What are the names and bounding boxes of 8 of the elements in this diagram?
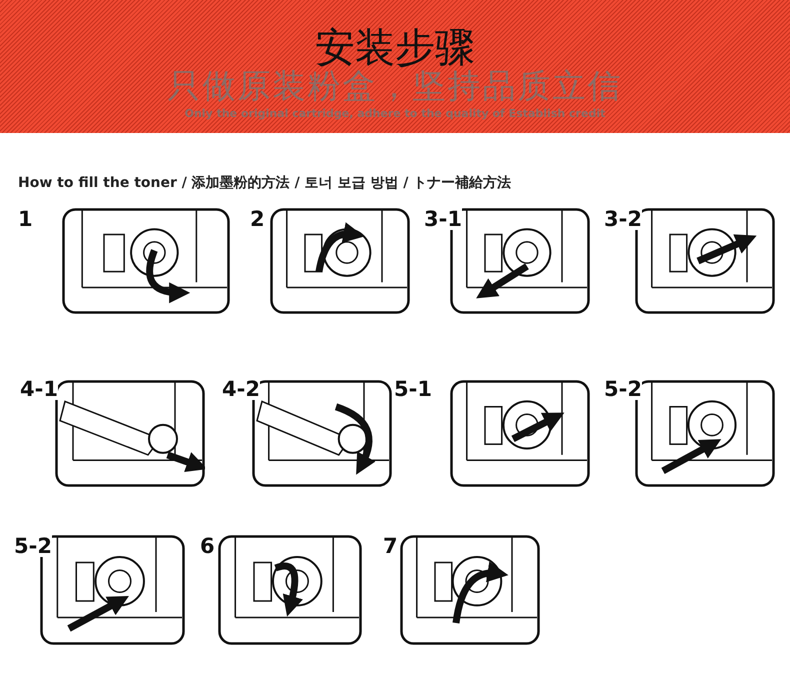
slogan: Only the original cartridge, adhere to the quality of Establish credit — [184, 107, 606, 120]
step-number: 5-2 — [604, 378, 642, 400]
step-number: 4-2 — [222, 378, 260, 400]
step-number: 5-2 — [14, 535, 52, 557]
step-number: 4-1 — [20, 378, 58, 400]
instruction-heading: How to fill the toner / 添加墨粉的方法 / 토너 보급 방법 / トナー補給方法 — [18, 174, 512, 192]
step-number: 3-2 — [604, 208, 642, 230]
step-number: 3-1 — [424, 208, 462, 230]
